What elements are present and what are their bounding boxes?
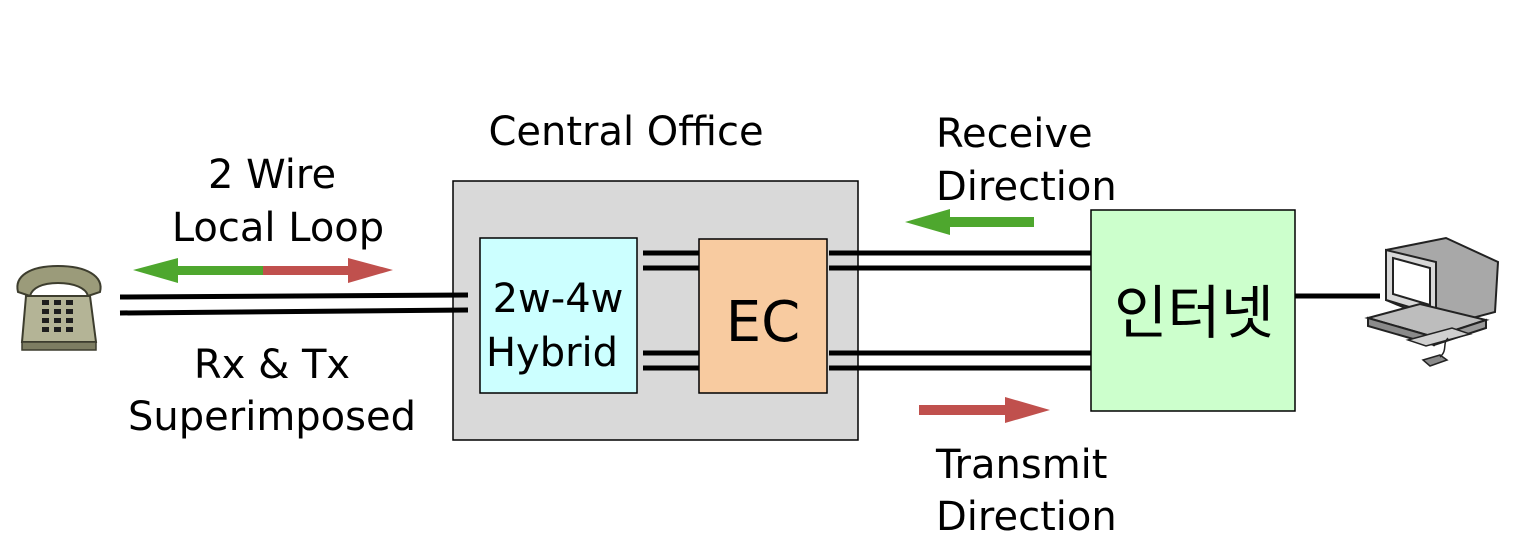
internet-label: 인터넷 [1114,279,1274,347]
two-wire-label-line2: Local Loop [172,205,384,251]
receive-label-line1: Receive [936,111,1093,157]
hybrid-label-line1: 2w-4w [493,276,624,322]
telephone-icon [16,264,102,351]
hybrid-block [479,237,638,394]
hybrid-ec-wires [643,250,699,371]
transmit-label-line2: Direction [936,494,1117,540]
transmit-arrow [919,397,1050,423]
computer-icon [1364,236,1500,367]
ec-internet-wires [829,250,1091,371]
receive-arrow [905,209,1034,235]
receive-label-line2: Direction [936,164,1117,210]
echo-canceller-block [698,238,828,394]
hybrid-label-line2: Hybrid [486,330,618,376]
echo-canceller-label: EC [726,290,800,355]
central-office-label: Central Office [488,109,763,155]
internet-block [1090,209,1296,412]
two-wire-label-line1: 2 Wire [208,152,336,198]
transmit-label-line1: Transmit [935,442,1107,488]
rxtx-label-line1: Rx & Tx [194,342,350,388]
rxtx-label-line2: Superimposed [128,394,416,440]
local-loop-wires [119,292,469,316]
bidirectional-arrow [133,258,393,283]
